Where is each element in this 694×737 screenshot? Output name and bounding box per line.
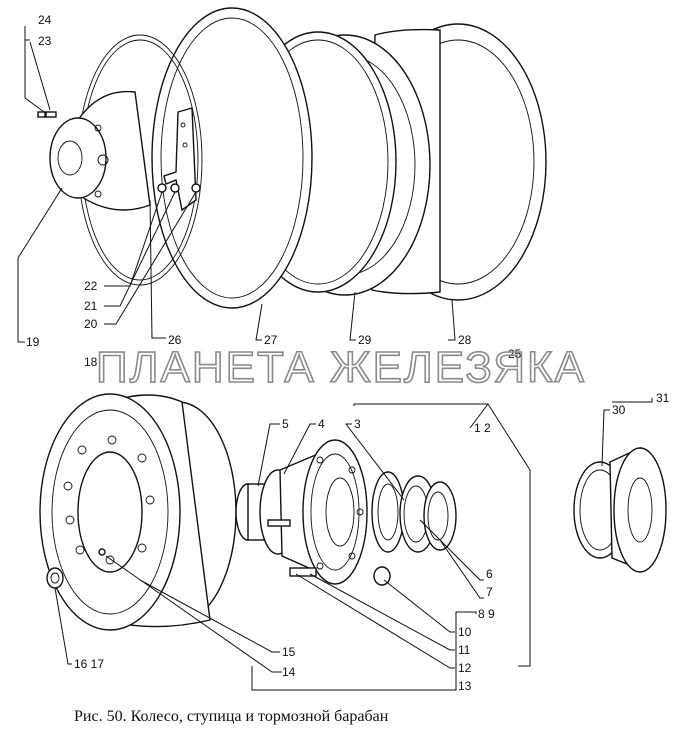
label-20: 20 bbox=[84, 317, 98, 331]
seal-ring-part bbox=[573, 446, 667, 573]
label-1-2: 1 2 bbox=[474, 421, 491, 435]
label-16-17: 16 17 bbox=[74, 657, 104, 671]
label-5: 5 bbox=[282, 417, 289, 431]
leader-lines-bottom bbox=[54, 398, 653, 691]
leader-lines-top bbox=[17, 26, 456, 343]
side-ring-part bbox=[151, 7, 313, 309]
hub-cap-part bbox=[49, 90, 151, 211]
label-31: 31 bbox=[656, 391, 670, 405]
label-11: 11 bbox=[458, 643, 471, 657]
label-19: 19 bbox=[26, 335, 40, 349]
label-8-9: 8 9 bbox=[478, 607, 495, 621]
brake-drum-part bbox=[39, 393, 237, 631]
label-27: 27 bbox=[264, 333, 278, 347]
label-30: 30 bbox=[612, 403, 626, 417]
label-18: 18 bbox=[84, 355, 98, 369]
bracket-part bbox=[157, 107, 201, 212]
label-10: 10 bbox=[458, 625, 472, 639]
label-24: 24 bbox=[38, 13, 52, 27]
label-13: 13 bbox=[458, 679, 472, 693]
figure-caption: Рис. 50. Колесо, ступица и тормозной бар… bbox=[74, 708, 389, 725]
label-26: 26 bbox=[168, 333, 182, 347]
label-4: 4 bbox=[318, 417, 325, 431]
wheel-nut-part bbox=[46, 567, 64, 589]
label-29: 29 bbox=[358, 333, 372, 347]
label-7: 7 bbox=[486, 585, 493, 599]
watermark-text: ПЛАНЕТА ЖЕЛЕЗЯКА bbox=[96, 343, 586, 392]
part-labels: 24 23 22 21 20 19 18 26 27 29 28 25 5 4 … bbox=[26, 13, 670, 693]
label-14: 14 bbox=[282, 665, 296, 679]
label-12: 12 bbox=[458, 661, 472, 675]
bearing-part bbox=[371, 471, 457, 553]
label-28: 28 bbox=[458, 333, 472, 347]
hub-nut-part bbox=[373, 566, 391, 586]
label-15: 15 bbox=[282, 645, 296, 659]
label-6: 6 bbox=[486, 567, 493, 581]
label-3: 3 bbox=[354, 417, 361, 431]
label-23: 23 bbox=[38, 34, 52, 48]
label-21: 21 bbox=[84, 299, 98, 313]
label-25: 25 bbox=[508, 347, 522, 361]
small-bolt-part bbox=[37, 111, 57, 118]
label-22: 22 bbox=[84, 279, 98, 293]
hub-part bbox=[235, 439, 368, 585]
